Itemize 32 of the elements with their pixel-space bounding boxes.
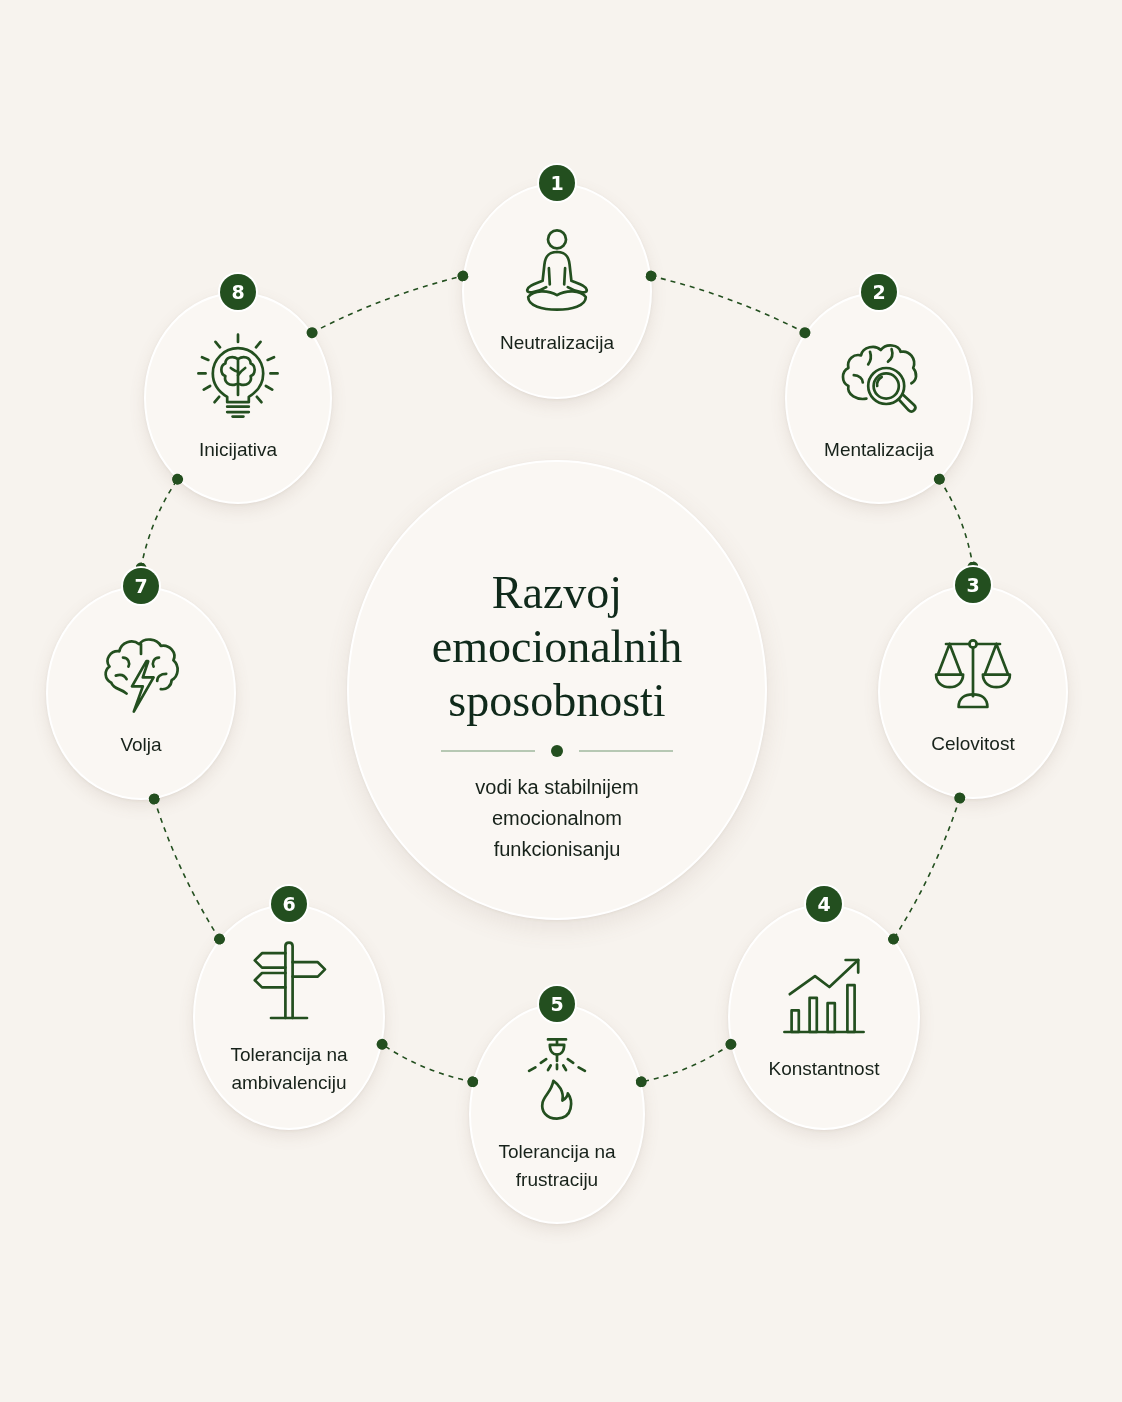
step-label: Tolerancija na frustraciju — [497, 1140, 617, 1192]
step-label: Tolerancija na ambivalenciju — [229, 1043, 349, 1095]
dashed-connector — [376, 1038, 479, 1088]
step-bubble — [144, 274, 332, 504]
step-number: 5 — [539, 986, 575, 1022]
step-number: 3 — [955, 567, 991, 603]
step-number: 8 — [220, 274, 256, 310]
step-bubble — [462, 165, 652, 399]
dashed-connector — [888, 792, 966, 945]
step-number: 6 — [271, 886, 307, 922]
dashed-connector — [306, 270, 469, 339]
step-bubble — [469, 986, 645, 1224]
step-label: Volja — [120, 733, 162, 757]
dashed-connector — [645, 270, 811, 339]
step-label: Konstantnost — [768, 1057, 880, 1081]
step-bubble — [878, 567, 1068, 799]
center-subtitle: vodi ka stabilnijem emocionalnom funkcionisanju — [474, 774, 640, 862]
step-number: 4 — [806, 886, 842, 922]
step-label: Neutralizacija — [499, 331, 614, 355]
center-title: Razvoj emocionalnih sposobnosti — [430, 565, 684, 728]
step-label: Celovitost — [931, 732, 1015, 756]
step-bubble — [728, 886, 920, 1130]
step-number: 7 — [123, 568, 159, 604]
step-number: 1 — [539, 165, 575, 201]
step-bubble — [193, 886, 385, 1130]
dashed-connector — [635, 1038, 737, 1088]
step-label: Mentalizacija — [824, 438, 934, 462]
dashed-connector — [148, 793, 225, 945]
step-label: Inicijativa — [198, 438, 278, 462]
step-number: 2 — [861, 274, 897, 310]
step-bubble — [785, 274, 973, 504]
step-bubble — [46, 568, 236, 800]
